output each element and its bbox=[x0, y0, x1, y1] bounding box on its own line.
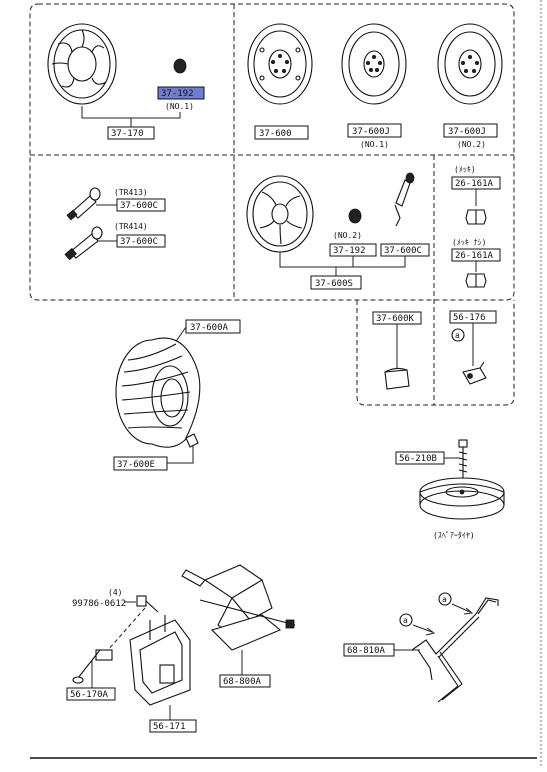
part-label-37-192-highlighted[interactable] bbox=[157, 86, 205, 100]
part-number-26-161a-2: 26-161A bbox=[455, 251, 494, 261]
part-label-37-600c-tr414[interactable] bbox=[116, 234, 166, 248]
wing-bolt-illustration bbox=[72, 649, 113, 684]
holder-56-176-illustration bbox=[462, 361, 487, 385]
steel-wheel-37-600j-no2-illustration bbox=[437, 23, 503, 105]
part-label-37-170[interactable] bbox=[107, 126, 155, 140]
part-number-26-161a-1: 26-161A bbox=[455, 179, 494, 189]
lug-nut-plain-illustration bbox=[465, 273, 487, 288]
part-number-37-600e: 37-600E bbox=[117, 460, 155, 470]
part-number-56-176: 56-176 bbox=[453, 313, 486, 323]
tire-illustration bbox=[115, 337, 201, 448]
part-label-68-800a[interactable] bbox=[219, 674, 271, 688]
part-number-37-600j-1: 37-600J bbox=[352, 127, 390, 137]
part-number-56-210b: 56-210B bbox=[399, 454, 437, 464]
part-number-56-170a: 56-170A bbox=[70, 690, 109, 700]
steel-wheel-37-600j-no1-illustration bbox=[341, 23, 407, 105]
part-number-37-600: 37-600 bbox=[259, 129, 292, 139]
part-number-37-192-a: 37-192 bbox=[161, 89, 194, 99]
part-number-37-600c-b: 37-600C bbox=[384, 246, 422, 256]
valve-b-illustration bbox=[394, 172, 415, 227]
part-label-37-600j-no2[interactable] bbox=[443, 123, 498, 138]
valve-tr413-illustration bbox=[66, 187, 101, 221]
part-number-37-192-b: 37-192 bbox=[333, 246, 366, 256]
lug-nut-chrome-illustration bbox=[465, 209, 487, 225]
part-number-37-600c-tr413: 37-600C bbox=[120, 201, 158, 211]
group-outline-wheels bbox=[29, 3, 515, 301]
part-number-37-600c-tr414: 37-600C bbox=[120, 237, 158, 247]
cap-37-600k-illustration bbox=[384, 367, 410, 390]
hold-down-bolt-illustration bbox=[458, 439, 468, 478]
part-number-68-810a: 68-810A bbox=[347, 646, 386, 656]
part-number-37-600j-2: 37-600J bbox=[448, 127, 486, 137]
part-number-37-600s: 37-600S bbox=[315, 279, 353, 289]
part-label-37-600s[interactable] bbox=[310, 275, 362, 290]
part-number-56-171: 56-171 bbox=[153, 722, 186, 732]
note-no2-a: (NO.2) bbox=[457, 140, 486, 149]
part-number-37-600k: 37-600K bbox=[376, 314, 415, 324]
note-tr414: (TR414) bbox=[114, 222, 148, 231]
group-outline-covers bbox=[356, 300, 515, 406]
part-label-37-600j-no1[interactable] bbox=[347, 123, 402, 138]
jack-bracket-illustration bbox=[129, 615, 191, 706]
note-spare-tire: (ｽﾍﾟｱｰﾀｲﾔ) bbox=[433, 531, 475, 540]
ref-marker-a1 bbox=[451, 328, 465, 342]
jack-handle-illustration bbox=[411, 597, 499, 703]
ref-a3: a bbox=[403, 616, 408, 625]
part-number-37-170: 37-170 bbox=[111, 129, 144, 139]
center-cap-illustration bbox=[173, 58, 187, 74]
part-label-37-600c-tr413[interactable] bbox=[116, 198, 166, 212]
note-no1-a: (NO.1) bbox=[165, 102, 194, 111]
part-label-68-810a[interactable] bbox=[343, 643, 395, 657]
center-cap-b-illustration bbox=[348, 208, 362, 224]
part-label-56-170a[interactable] bbox=[66, 687, 116, 701]
scissor-jack-illustration bbox=[181, 564, 296, 651]
valve-stem-illustration bbox=[185, 433, 199, 448]
leader-37-600s bbox=[279, 252, 406, 268]
ref-marker-a2 bbox=[438, 592, 452, 606]
valve-tr414-illustration bbox=[64, 226, 103, 261]
note-mekki: (ﾒｯｷ) bbox=[454, 165, 476, 174]
part-number-99786-0612: 99786-0612 bbox=[72, 599, 126, 609]
part-number-37-600a: 37-600A bbox=[190, 323, 229, 333]
part-label-37-600e[interactable] bbox=[113, 456, 168, 471]
note-tr413: (TR413) bbox=[114, 188, 148, 197]
bolt-99786-illustration bbox=[136, 595, 159, 613]
part-number-68-800a: 68-800A bbox=[223, 677, 262, 687]
note-no2-b: (NO.2) bbox=[333, 231, 362, 240]
alloy-wheel-illustration bbox=[246, 175, 314, 253]
note-no1-b: (NO.1) bbox=[360, 140, 389, 149]
part-label-37-600[interactable] bbox=[254, 125, 309, 140]
part-label-56-171[interactable] bbox=[149, 719, 197, 733]
note-mekki-nashi: (ﾒｯｷ ﾅｼ) bbox=[452, 238, 486, 247]
wheel-cover-illustration bbox=[47, 23, 117, 105]
steel-wheel-37-600-illustration bbox=[247, 23, 313, 105]
note-qty4: (4) bbox=[108, 588, 122, 597]
ref-a1: a bbox=[455, 331, 460, 340]
ref-a2: a bbox=[442, 595, 447, 604]
spare-tire-illustration bbox=[419, 477, 505, 520]
part-label-37-600a[interactable] bbox=[185, 319, 241, 334]
ref-marker-a3 bbox=[399, 613, 413, 627]
